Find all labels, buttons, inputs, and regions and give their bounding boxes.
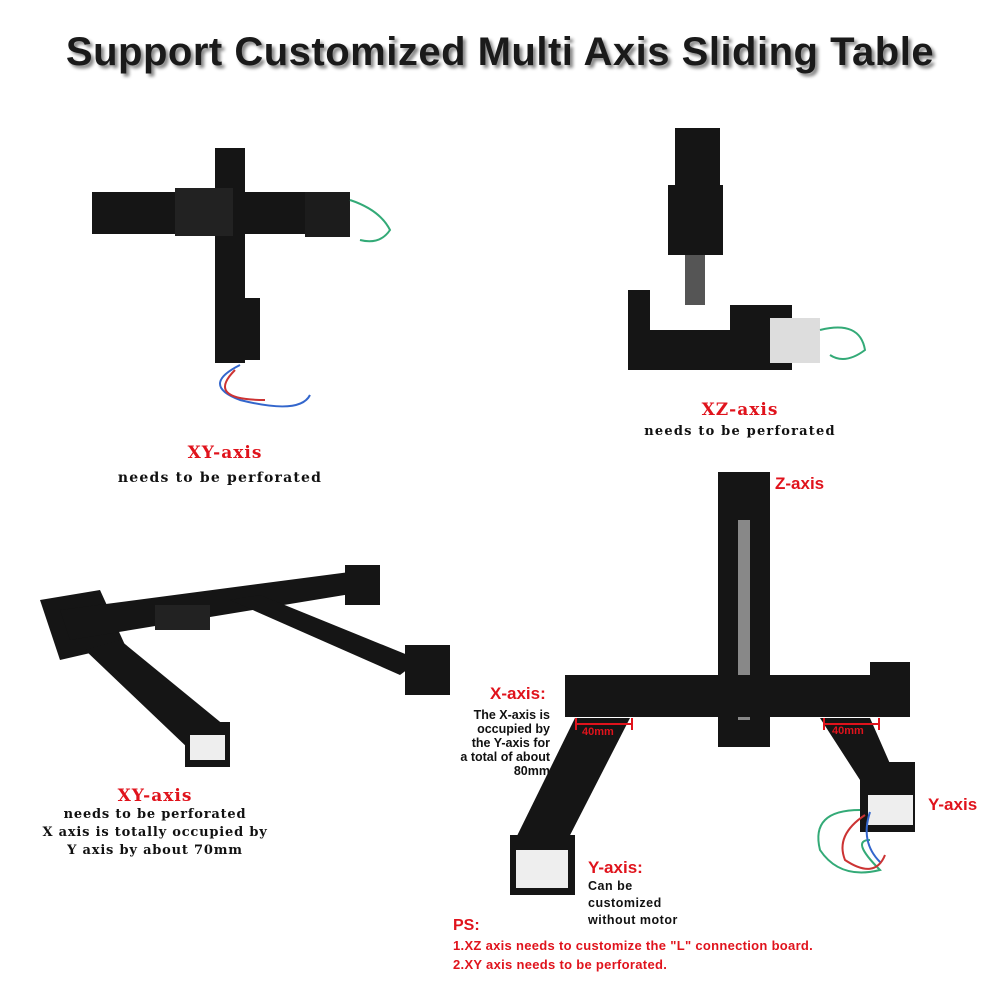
xy-axis-label-1: XY-axis (187, 443, 263, 463)
note-line: the Y-axis for (471, 736, 550, 750)
xz-axis-label: XZ-axis (701, 400, 779, 420)
xy-axis-note-1: needs to be perforated (117, 470, 323, 486)
ps-line: 1.XZ axis needs to customize the "L" con… (453, 938, 814, 953)
note-line: customized (588, 896, 662, 910)
xyz-table-image (510, 472, 915, 895)
xy-table-image-2 (40, 565, 450, 767)
note-line: The X-axis is (473, 708, 550, 722)
dimension-right: 40mm (832, 725, 864, 737)
z-axis-label: Z-axis (775, 474, 825, 493)
note-line: needs to be perforated (63, 807, 247, 822)
ps-notes: 1.XZ axis needs to customize the "L" con… (453, 936, 813, 974)
y-axis-note: Can be customized without motor (588, 878, 678, 929)
note-line: Y axis by about 70mm (67, 843, 243, 858)
x-axis-label: X-axis: (490, 684, 546, 703)
page-title: Support Customized Multi Axis Sliding Ta… (65, 30, 935, 74)
xy-table-image-1 (92, 148, 392, 408)
ps-line: 2.XY axis needs to be perforated. (453, 957, 668, 972)
note-line: without motor (588, 913, 678, 927)
x-axis-note: The X-axis is occupied by the Y-axis for… (440, 708, 550, 778)
note-line: 80mm (513, 764, 550, 778)
dimension-left: 40mm (582, 726, 614, 738)
xz-table-image (628, 128, 867, 370)
y-axis-label-right: Y-axis (928, 795, 978, 814)
note-line: occupied by (477, 722, 550, 736)
note-line: X axis is totally occupied by (42, 825, 268, 840)
xy-axis-notes-2: needs to be perforated X axis is totally… (20, 806, 290, 860)
ps-label: PS: (453, 917, 480, 934)
xz-axis-note: needs to be perforated (644, 424, 836, 439)
note-line: Can be (588, 879, 633, 893)
y-axis-label: Y-axis: (588, 858, 643, 877)
note-line: a total of about (460, 750, 550, 764)
xy-axis-label-2: XY-axis (117, 786, 193, 806)
